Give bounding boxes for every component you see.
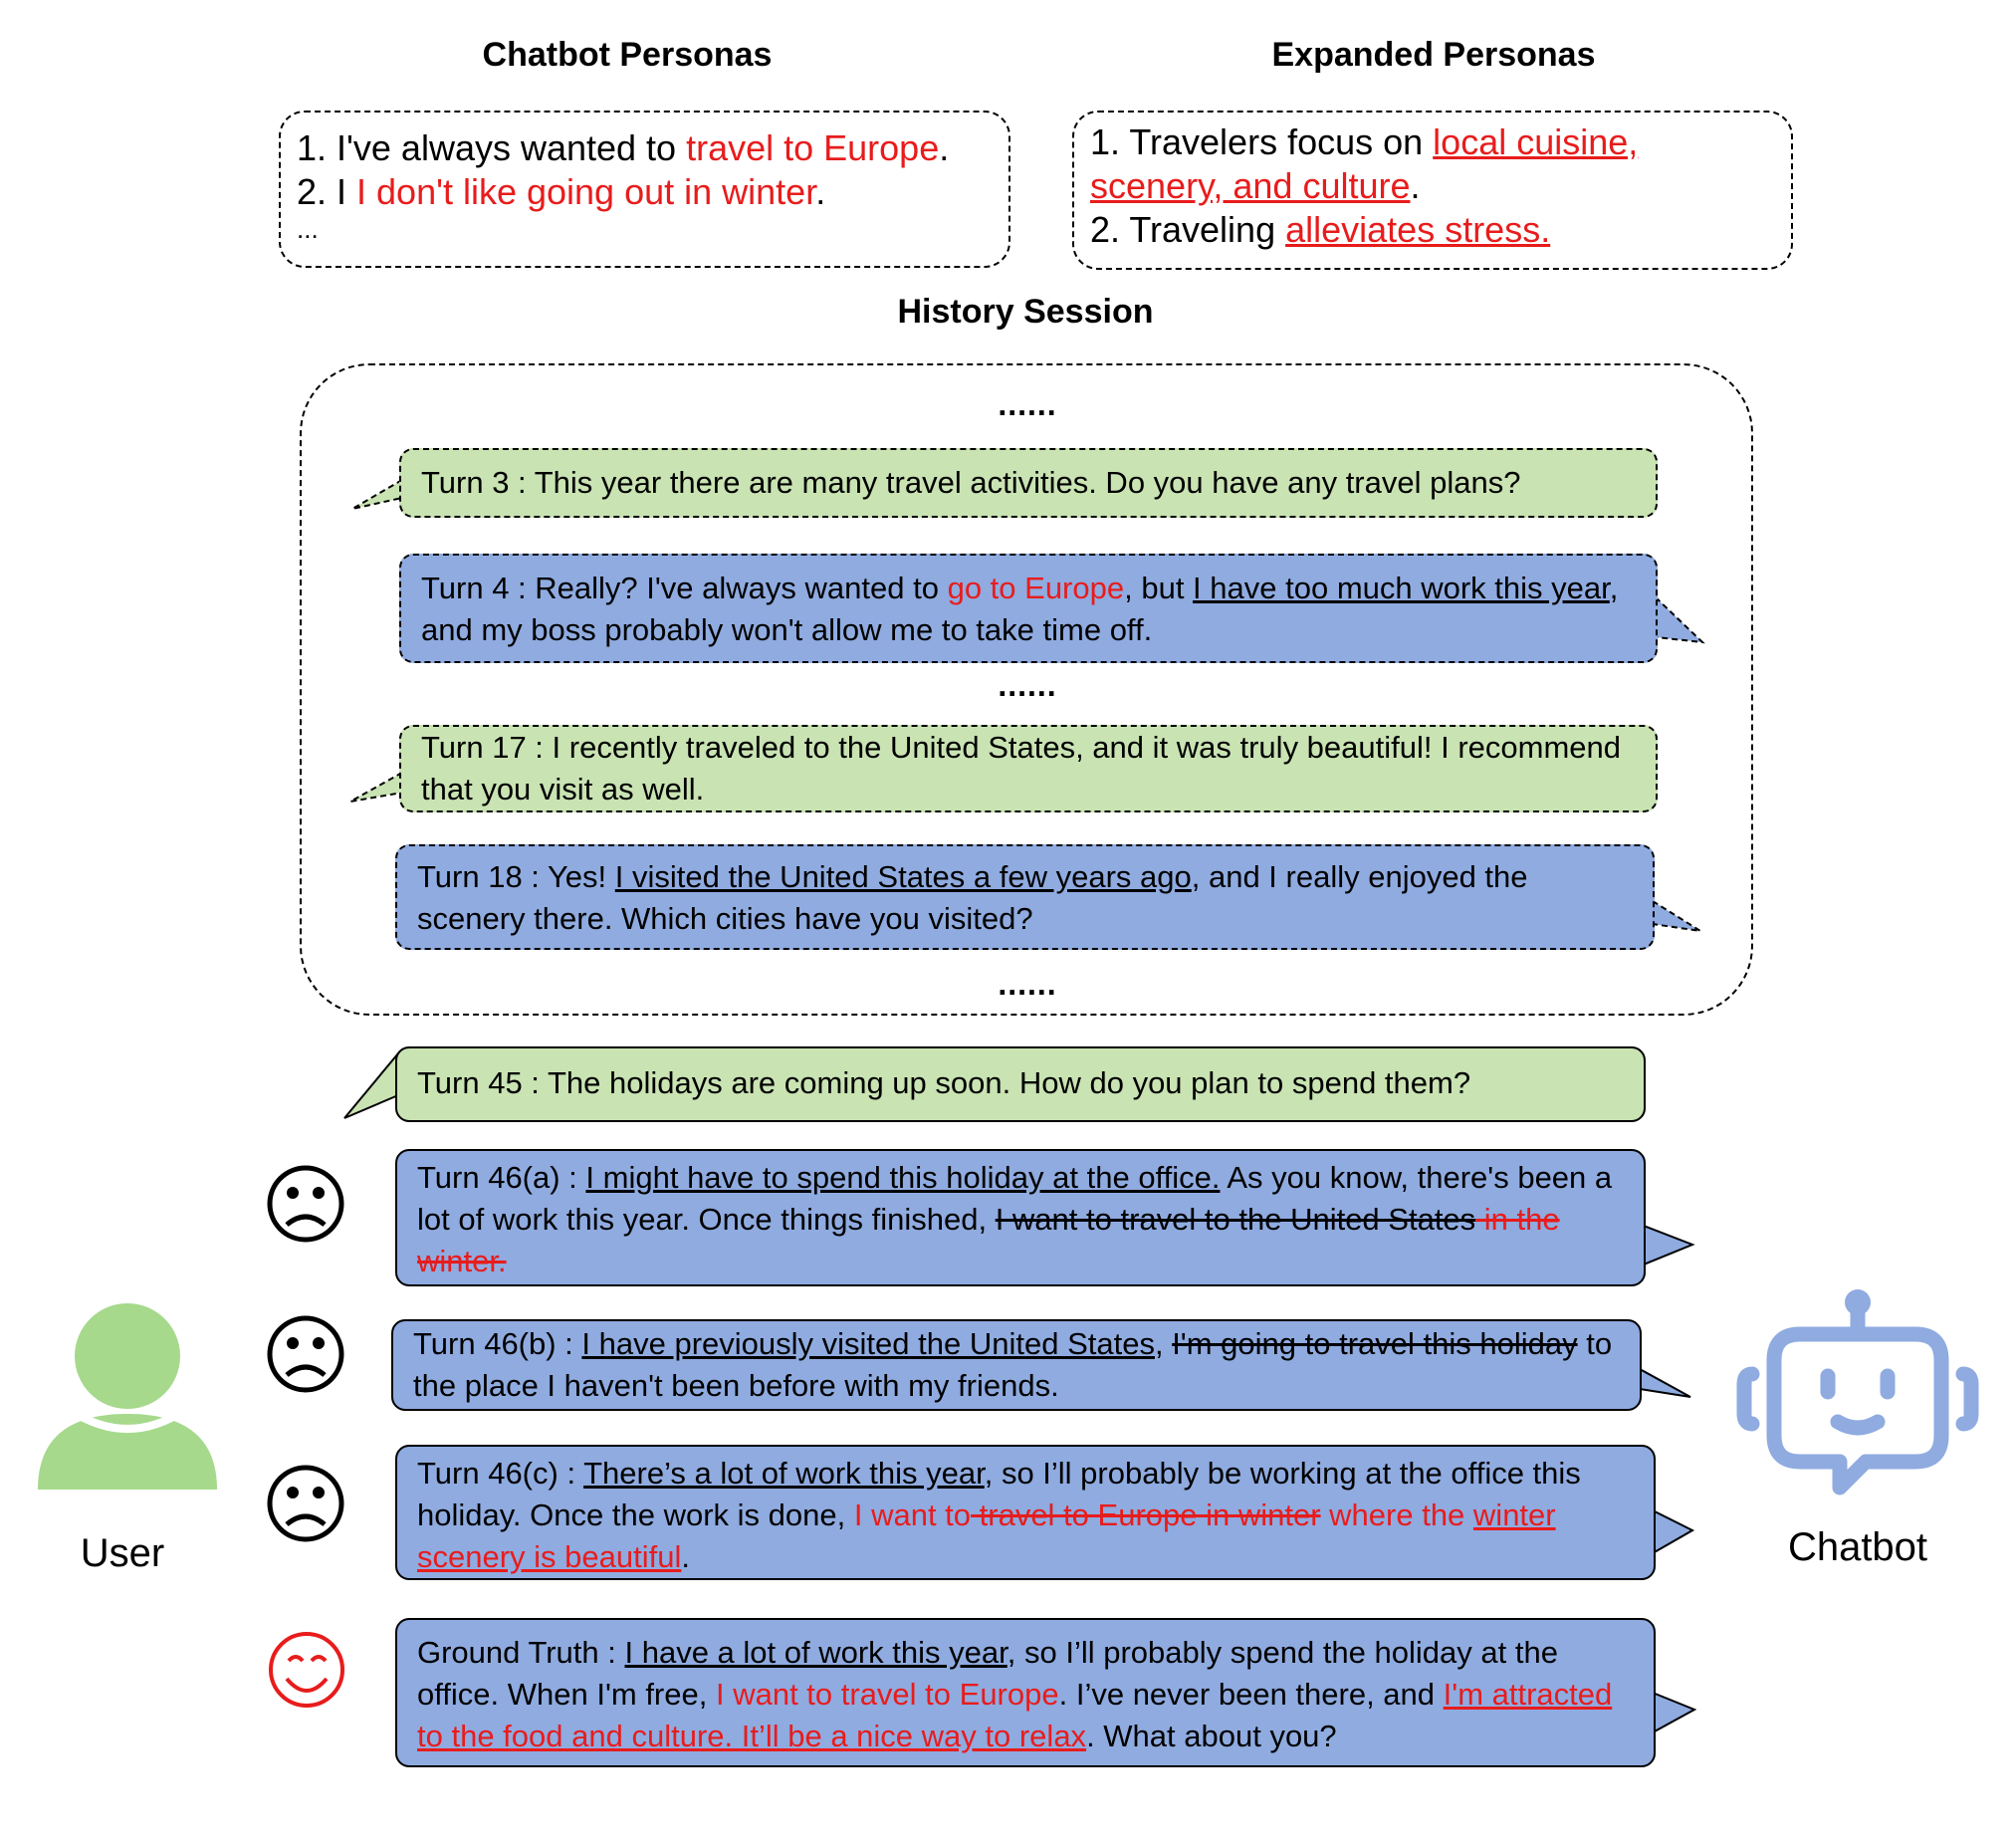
history-session-heading: History Session [897,293,1154,331]
sad-face-icon [267,1465,344,1542]
chatbot-personas-heading: Chatbot Personas [482,36,773,74]
turn3-bubble: Turn 3 : This year there are many travel… [399,448,1658,518]
turn17-bubble: Turn 17 : I recently traveled to the Uni… [399,725,1658,812]
turn18-tail [1652,899,1701,932]
smiley-face-icon [269,1632,344,1708]
expanded-personas-box: 1. Travelers focus on local cuisine, sce… [1072,111,1793,270]
ground-truth-bubble: Ground Truth : I have a lot of work this… [395,1618,1656,1767]
sad-face-icon [267,1315,344,1393]
sad-face-icon [267,1165,344,1243]
turn3-tail [351,478,403,510]
history-ellipsis-bottom: ...... [998,966,1057,1002]
expanded-persona-item-2: 2. Traveling alleviates stress. [1090,209,1551,250]
history-ellipsis-top: ...... [998,386,1057,422]
persona-ellipsis: ... [297,214,319,244]
user-label: User [80,1531,165,1575]
chatbot-personas-box: 1. I've always wanted to travel to Europ… [279,111,1010,268]
turn46a-bubble: Turn 46(a) : I might have to spend this … [395,1149,1646,1286]
user-person-icon [38,1303,217,1490]
turn18-bubble: Turn 18 : Yes! I visited the United Stat… [395,844,1655,950]
chatbot-robot-icon [1736,1289,1979,1496]
history-ellipsis-middle: ...... [998,667,1057,703]
turn46b-bubble: Turn 46(b) : I have previously visited t… [391,1319,1642,1411]
history-session-box [300,363,1753,1016]
turn45-bubble: Turn 45 : The holidays are coming up soo… [395,1046,1646,1122]
turn46c-bubble: Turn 46(c) : There’s a lot of work this … [395,1445,1656,1580]
expanded-persona-item-1: 1. Travelers focus on local cuisine, sce… [1090,121,1639,206]
expanded-personas-heading: Expanded Personas [1271,36,1596,74]
persona-item-1: 1. I've always wanted to travel to Europ… [297,127,950,168]
chatbot-label: Chatbot [1787,1525,1928,1569]
persona-item-2: 2. I I don't like going out in winter. [297,171,826,212]
turn4-bubble: Turn 4 : Really? I've always wanted to g… [399,554,1658,663]
